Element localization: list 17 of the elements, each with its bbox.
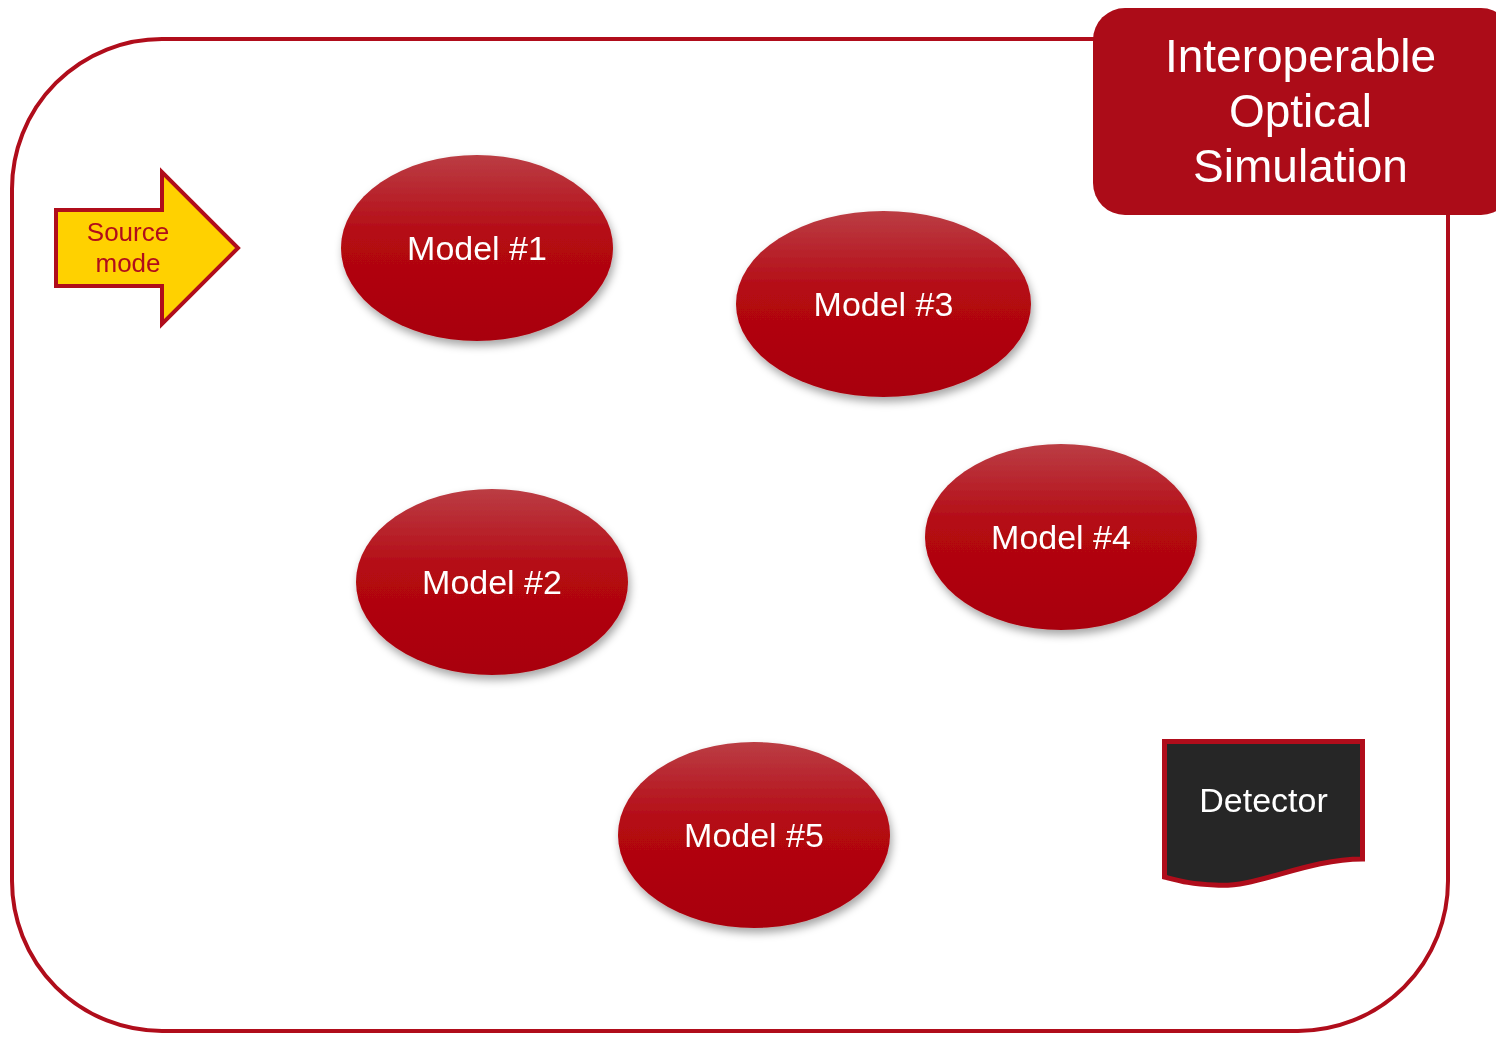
document-shape bbox=[1162, 739, 1365, 889]
model-ellipse bbox=[340, 154, 614, 342]
node-label: Source mode bbox=[85, 216, 171, 280]
node-label: Model #2 bbox=[422, 561, 562, 603]
node-label: Model #3 bbox=[813, 283, 954, 325]
node-label: Model #5 bbox=[684, 814, 824, 856]
arrow-shape bbox=[54, 170, 240, 326]
node-label: Model #1 bbox=[407, 227, 547, 269]
node-label: Model #4 bbox=[991, 516, 1131, 558]
title-tab bbox=[1093, 8, 1496, 215]
frame-background bbox=[10, 37, 1450, 1033]
node-label: Interoperable Optical Simulation bbox=[1163, 28, 1438, 195]
node-label: Detector bbox=[1199, 779, 1328, 821]
model-ellipse bbox=[735, 210, 1032, 398]
model-ellipse bbox=[617, 741, 891, 929]
model-ellipse bbox=[924, 443, 1198, 631]
model-ellipse bbox=[355, 488, 629, 676]
